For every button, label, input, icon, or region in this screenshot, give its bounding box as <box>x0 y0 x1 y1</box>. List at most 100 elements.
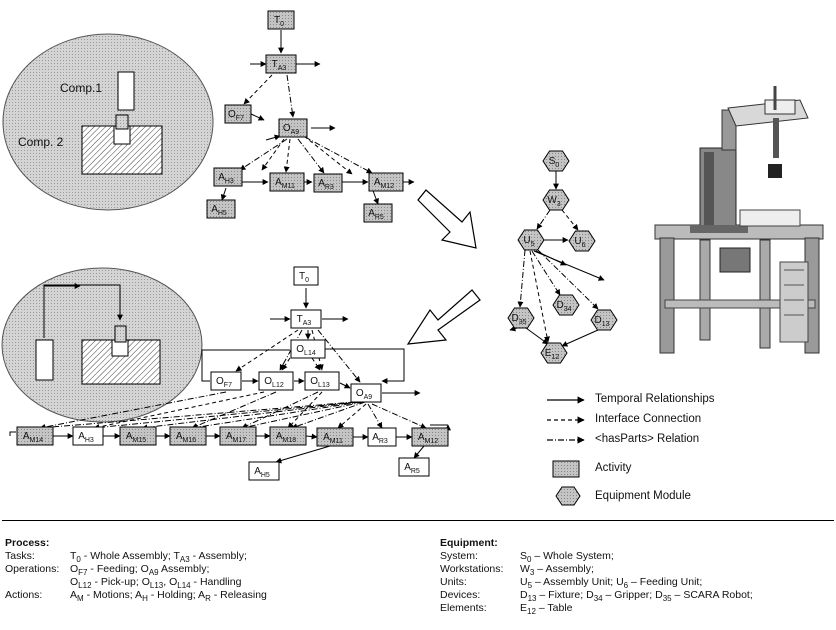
bottom-node-am16: AM16 <box>169 426 207 446</box>
elements-label: Elements: <box>440 602 487 614</box>
relation-line <box>561 209 579 231</box>
relation-line <box>281 357 291 371</box>
relation-line <box>93 391 265 430</box>
top-node-ta3: TA3 <box>265 54 297 74</box>
legend-activity-box <box>552 460 580 478</box>
relation-line <box>93 401 358 431</box>
operations-text-2: OL12 - Pick-up; OL13, OL14 - Handling <box>70 576 242 591</box>
operations-text-1: OF7 - Feeding; OA9 Assembly; <box>70 563 210 578</box>
system-label: System: <box>440 550 478 562</box>
tasks-text: T0 - Whole Assembly; TA3 - Assembly; <box>70 550 247 565</box>
top-node-ar3: AR3 <box>313 173 343 193</box>
comp1-shape <box>117 71 135 111</box>
bottom-node-ol13: OL13 <box>304 371 340 391</box>
bottom-node-ah3: AH3 <box>72 426 104 446</box>
relation-line <box>261 138 285 171</box>
comp1-label: Comp.1 <box>60 81 102 95</box>
relation-line <box>39 391 227 430</box>
legend-module-label: Equipment Module <box>595 490 691 502</box>
devices-label: Devices: <box>440 589 481 601</box>
bottom-node-ol14: OL14 <box>290 339 326 359</box>
relation-line <box>536 209 551 230</box>
relation-line <box>39 401 356 431</box>
bottom-node-am12: AM12 <box>411 427 449 447</box>
top-node-t0: T0 <box>267 10 295 30</box>
equip-node-u5: U5 <box>517 229 545 251</box>
operations-label: Operations: <box>5 563 60 575</box>
system-text: S0 – Whole System; <box>520 550 614 565</box>
equip-node-e12: E12 <box>540 342 568 364</box>
transform-arrow-right <box>417 189 477 249</box>
bottom-node-t0: T0 <box>293 266 319 286</box>
top-node-ah3: AH3 <box>213 167 243 187</box>
units-text: U5 – Assembly Unit; U6 – Feeding Unit; <box>520 576 703 591</box>
relation-line <box>367 403 383 429</box>
legend-module-hex <box>555 486 581 506</box>
equip-node-u6: U6 <box>568 230 596 252</box>
relation-line <box>537 249 599 310</box>
relation-line <box>241 401 364 430</box>
relation-line <box>220 187 227 201</box>
relation-line <box>297 138 325 174</box>
workstations-text: W3 – Assembly; <box>520 563 594 578</box>
bottom-node-oa9: OA9 <box>350 383 382 403</box>
relation-line <box>337 403 367 429</box>
bottom-node-ah5: AH5 <box>248 461 280 481</box>
bottom-node-am11: AM11 <box>316 427 354 447</box>
top-node-of7: OF7 <box>224 104 252 124</box>
relation-line <box>239 138 288 171</box>
components-ellipse-top: Comp.1 Comp. 2 <box>2 33 214 211</box>
top-node-am11: AM11 <box>269 172 305 192</box>
transform-arrow-left <box>406 289 481 345</box>
bottom-node-t0-label: T0 <box>299 271 309 284</box>
relation-line <box>529 250 550 343</box>
top-node-am12: AM12 <box>368 172 404 192</box>
legend-temporal-label: Temporal Relationships <box>595 393 715 405</box>
relation-line <box>243 74 273 105</box>
relation-line <box>305 433 318 440</box>
relation-line <box>287 391 323 429</box>
relation-line <box>275 445 331 464</box>
legend-activity-label: Activity <box>595 462 632 474</box>
relation-line <box>561 329 599 347</box>
relation-line <box>241 391 319 429</box>
relation-line <box>371 403 427 429</box>
relation-line <box>535 250 567 266</box>
actions-label: Actions: <box>5 589 43 601</box>
equip-node-d35: D35 <box>507 307 535 329</box>
equip-node-w3: W3 <box>542 189 570 211</box>
bottom-node-am14: AM14 <box>16 426 54 446</box>
relation-line <box>525 327 549 345</box>
relation-line <box>413 445 425 459</box>
actions-text: AM - Motions; AH - Holding; AR - Releasi… <box>70 589 267 604</box>
equip-node-u5-label: U5 <box>523 235 534 248</box>
top-node-oa9: OA9 <box>278 118 308 138</box>
equipment-heading: Equipment: <box>440 537 498 549</box>
equip-node-s0: S0 <box>542 150 570 172</box>
relation-line <box>291 401 366 430</box>
top-node-ah5: AH5 <box>206 199 236 219</box>
relation-line <box>339 382 351 389</box>
equip-node-u6-label: U6 <box>574 236 585 249</box>
process-heading: Process: <box>5 537 50 549</box>
comp2-label: Comp. 2 <box>18 135 64 149</box>
legend-graphics <box>547 396 585 506</box>
bottom-node-am15: AM15 <box>119 426 157 446</box>
relation-line <box>265 134 281 141</box>
relation-line <box>286 74 296 118</box>
divider <box>2 520 834 521</box>
workstations-label: Workstations: <box>440 563 504 575</box>
relation-line <box>250 113 265 121</box>
components-ellipse-bottom <box>1 267 203 423</box>
relation-line <box>531 250 561 296</box>
bottom-node-ta3: TA3 <box>290 309 322 329</box>
relation-line <box>517 249 526 308</box>
equip-node-s0-label: S0 <box>549 156 560 169</box>
equip-node-d13: D13 <box>590 309 618 331</box>
legend-hasparts-label: <hasParts> Relation <box>595 433 700 445</box>
relation-line <box>304 136 373 174</box>
bottom-node-am17: AM17 <box>219 426 257 446</box>
legend-interface-label: Interface Connection <box>595 413 702 425</box>
